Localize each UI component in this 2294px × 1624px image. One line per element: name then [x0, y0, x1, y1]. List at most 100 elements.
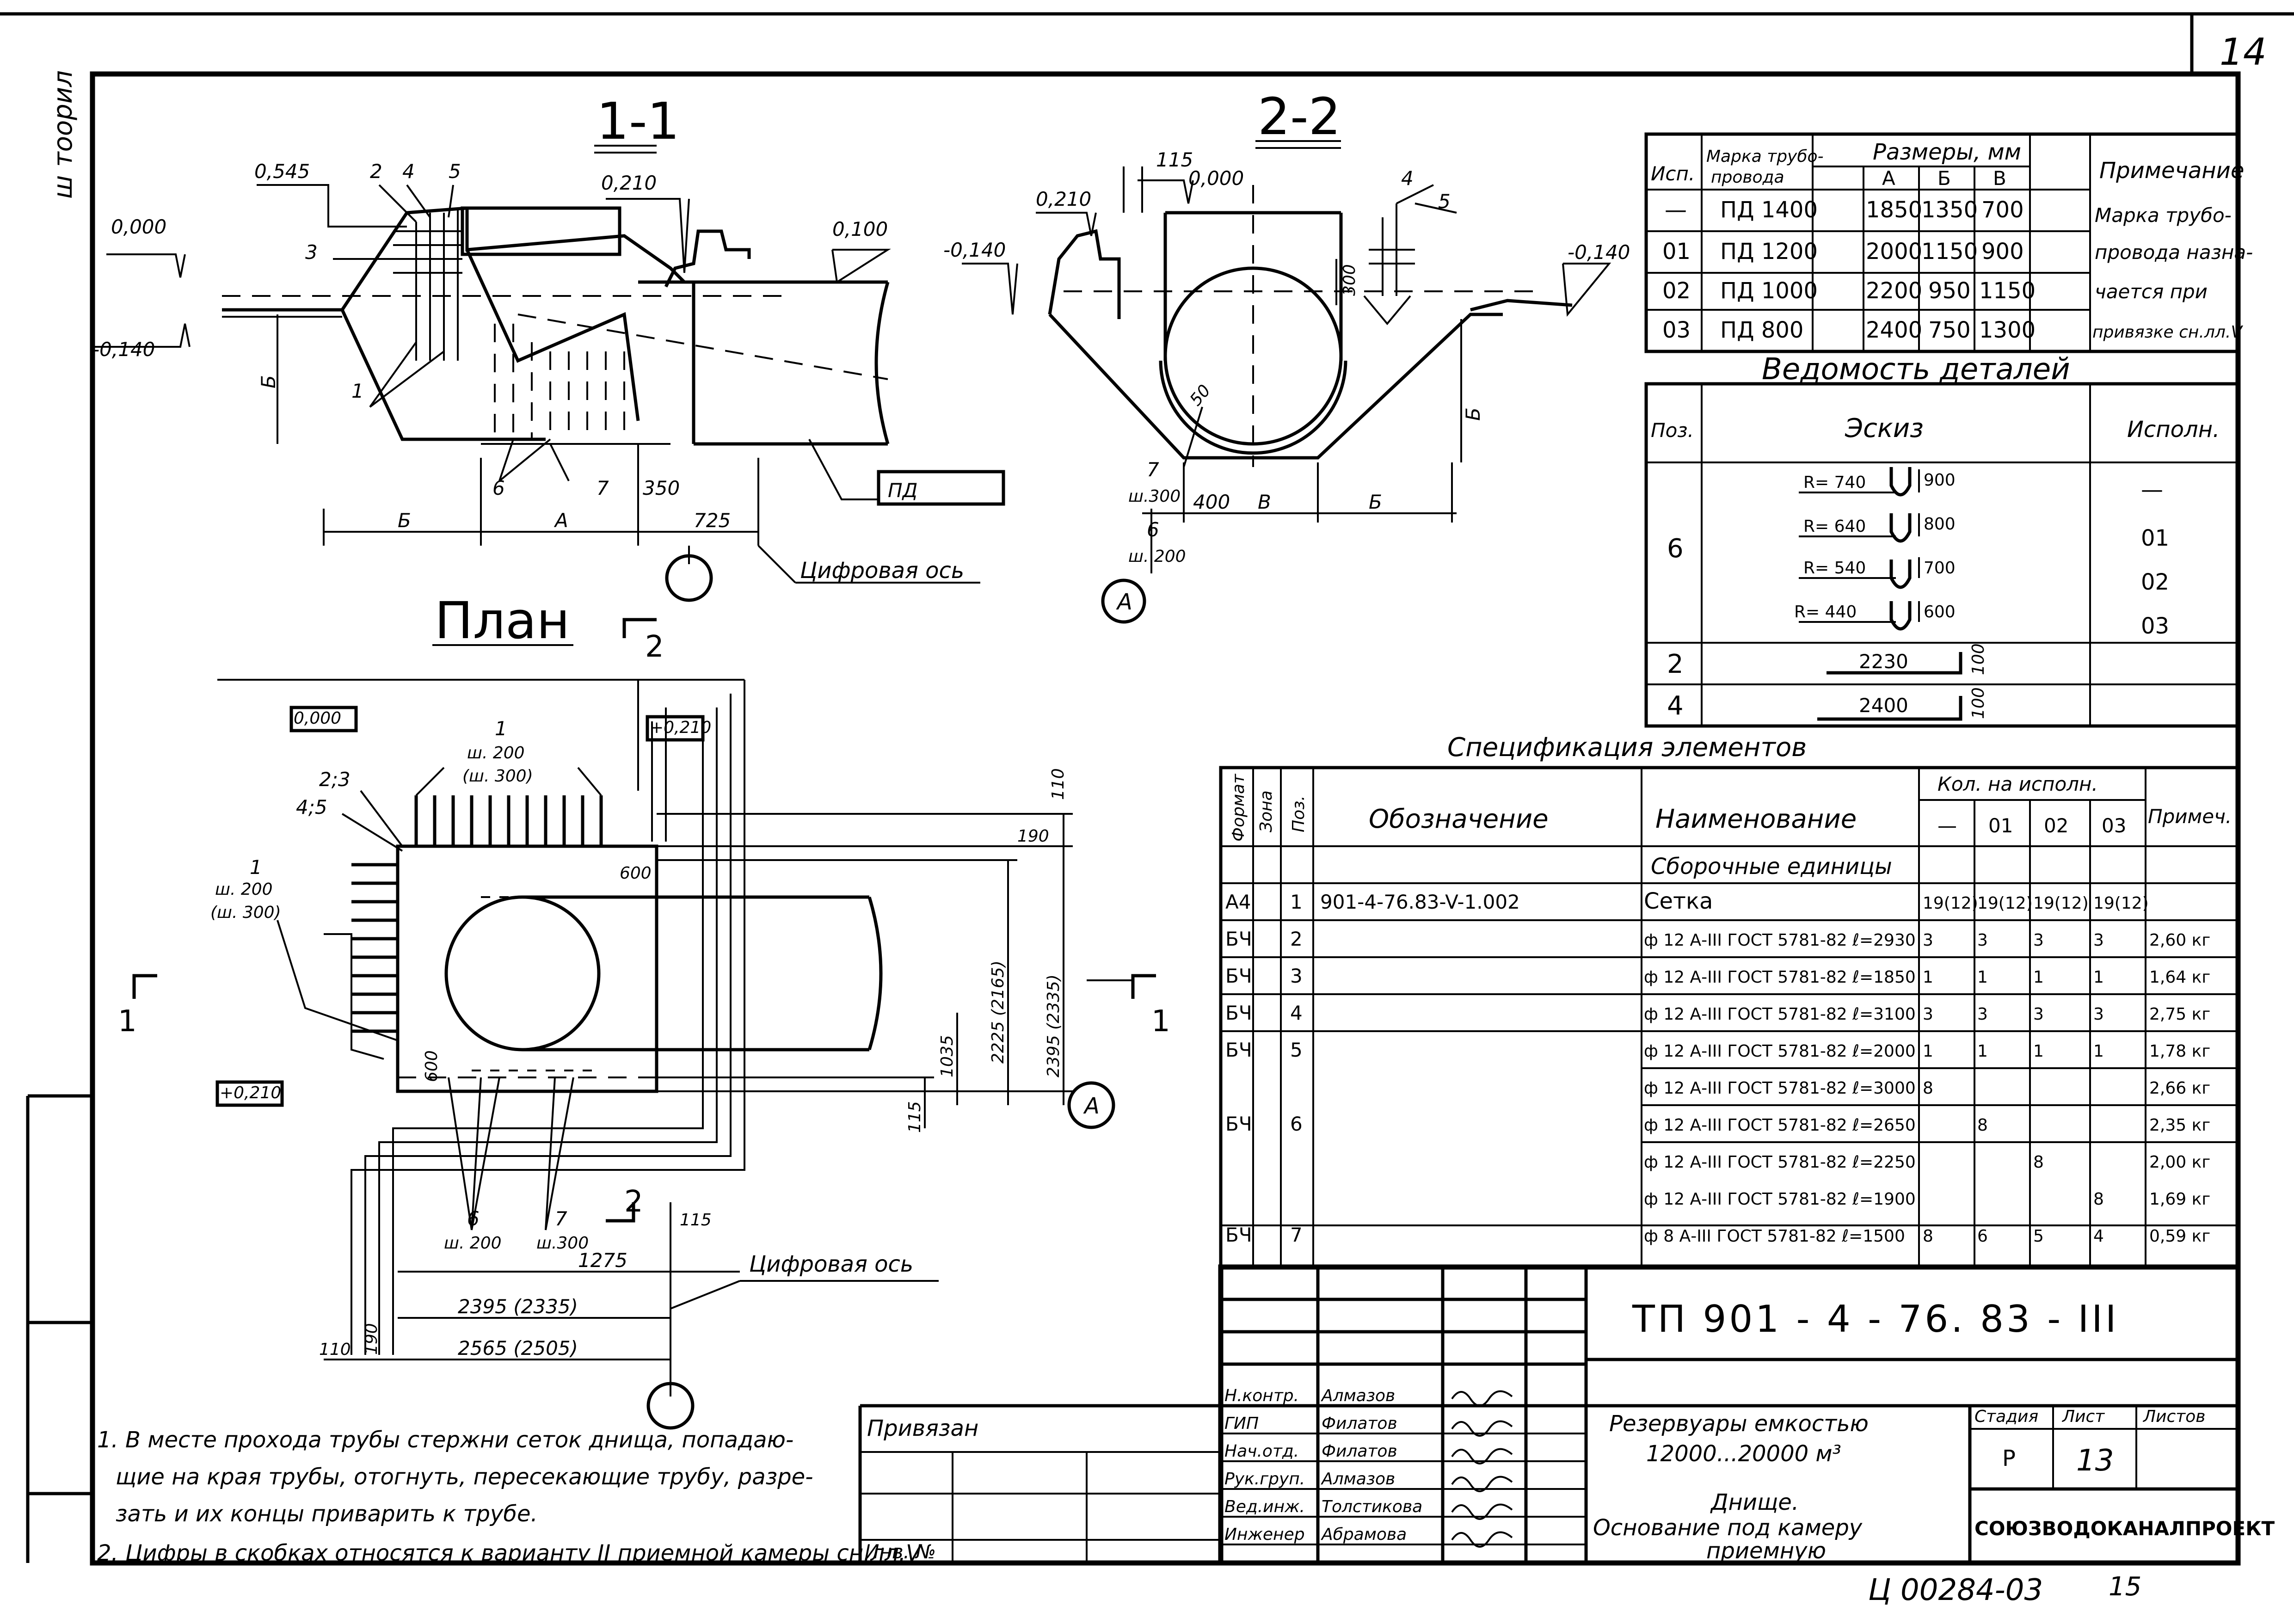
header-lists: Листов [2142, 1407, 2205, 1426]
signer-name-3: Алмазов [1321, 1470, 1395, 1489]
dims-note-line4: привязке сн.лл.V [2092, 323, 2243, 342]
dims-row2-isp: 02 [1662, 278, 1691, 304]
label-sh300-left: (ш. 300) [210, 903, 281, 922]
organization-name: СОЮЗВОДОКАНАЛПРОЕКТ [1974, 1517, 2275, 1540]
spec-row-qty: 6 [1977, 1227, 1988, 1246]
plan-labels: 0,000 +0,210 +0,210 1 ш. 200 (ш. 300) 2;… [118, 709, 1170, 1359]
col-header-note: Примечание [2099, 158, 2244, 184]
dims-row2-a: 2200 [1866, 278, 1922, 304]
bottom-page: 15 [2109, 1572, 2141, 1602]
label-400: 400 [1193, 491, 1230, 513]
spec-row-name: ф 12 А-III ГОСТ 5781-82 ℓ=2250 [1644, 1153, 1916, 1172]
dims-row1-v: 900 [1981, 239, 2024, 265]
dims-row0-b: 1350 [1921, 197, 1978, 223]
spec-header-oboz: Обозначение [1369, 804, 1549, 834]
details-header-pos: Поз. [1651, 419, 1694, 442]
header-stage: Стадия [1974, 1407, 2038, 1426]
spec-row-pos: 7 [1290, 1224, 1303, 1246]
dims-row1-isp: 01 [1662, 239, 1691, 265]
details-h-3: 600 [1924, 603, 1956, 621]
spec-row-qty: 1 [2033, 1042, 2044, 1061]
spec-row-qty: 1 [1977, 1042, 1988, 1061]
label-pos4: 4 [402, 160, 415, 183]
signer-name-4: Толстикова [1322, 1497, 1422, 1516]
dims-row1-mark: ПД 1200 [1720, 239, 1818, 265]
col-header-b: Б [1937, 167, 1951, 190]
label-sh200-left: ш. 200 [215, 880, 273, 899]
dims-row3-isp: 03 [1662, 317, 1691, 343]
spec-row-oboz: 901-4-76.83-V-1.002 [1320, 891, 1520, 913]
label-350: 350 [643, 477, 680, 499]
label-1035: 1035 [938, 1035, 957, 1077]
label-1275: 1275 [578, 1249, 627, 1272]
dims-row3-a: 2400 [1866, 317, 1922, 343]
spec-row-prim: 2,60 кг [2149, 931, 2210, 950]
details-pos2: 2 [1667, 649, 1684, 679]
details-len2: 2230 [1859, 650, 1908, 673]
spec-header-kol-1: 01 [1988, 814, 2013, 837]
label-sh200-top: ш. 200 [467, 744, 525, 763]
label-sh200: ш. 200 [1128, 547, 1186, 566]
label-0100: 0,100 [832, 218, 888, 240]
spec-row-qty: 19(12) [2033, 894, 2089, 913]
spec-header-name: Наименование [1655, 804, 1857, 834]
spec-row-prim: 2,66 кг [2149, 1079, 2210, 1098]
label-dim-a: А [554, 509, 568, 532]
spec-row-pos: 3 [1290, 965, 1303, 987]
spec-row-format: БЧ [1225, 1002, 1252, 1024]
spec-row-name: ф 12 А-III ГОСТ 5781-82 ℓ=1850 [1644, 968, 1916, 987]
spec-row-format: БЧ [1225, 1039, 1252, 1061]
col-header-mark-2: провода [1711, 168, 1784, 187]
col-header-sizes: Размеры, мм [1873, 139, 2021, 165]
spec-row-qty: 3 [1977, 931, 1988, 950]
object-name-line2: 12000...20000 м³ [1646, 1441, 1841, 1467]
dims-row0-isp: — [1665, 197, 1687, 223]
spec-header-pos: Поз. [1289, 795, 1308, 832]
label-inv-no: Инв. № [865, 1540, 936, 1563]
spec-row-prim: 2,75 кг [2149, 1005, 2210, 1024]
details-header-sketch: Эскиз [1845, 413, 1924, 443]
details-isp-0: — [2141, 477, 2163, 503]
label-600-left: 600 [422, 1050, 441, 1082]
spec-row-name: ф 12 А-III ГОСТ 5781-82 ℓ=2650 [1644, 1116, 1916, 1135]
spec-row-qty: 1 [2093, 968, 2104, 987]
spec-row-format: БЧ [1225, 1224, 1252, 1246]
spec-row-prim: 2,00 кг [2149, 1153, 2210, 1172]
col-header-v: В [1993, 167, 2006, 190]
spec-row-name: ф 12 А-III ГОСТ 5781-82 ℓ=3100 [1644, 1005, 1916, 1024]
note-1-line3: зать и их концы приварить к трубе. [116, 1501, 538, 1527]
note-1-line2: щие на края трубы, отогнуть, пересекающи… [116, 1464, 813, 1490]
label-digital-axis: Цифровая ось [800, 558, 964, 584]
label-sh200: ш. 200 [444, 1234, 502, 1253]
label-pos1-top: 1 [495, 717, 507, 740]
spec-row-qty: 3 [2093, 931, 2104, 950]
spec-row-name: ф 12 А-III ГОСТ 5781-82 ℓ=3000 [1644, 1079, 1916, 1098]
spec-row-name: Сетка [1644, 888, 1713, 914]
label-pos6: 6 [467, 1207, 480, 1230]
axis-a-marker: А [1083, 1093, 1100, 1119]
details-table [1644, 382, 2240, 728]
details-len4: 2400 [1859, 694, 1908, 717]
list-value: 13 [2076, 1444, 2114, 1478]
spec-row-qty: 3 [2033, 1005, 2044, 1024]
details-isp-2: 02 [2141, 569, 2169, 595]
object-name-line1: Резервуары емкостью [1609, 1411, 1869, 1437]
section-cut-2-bottom: 2 [624, 1185, 643, 1219]
spec-row-pos: 1 [1290, 891, 1303, 913]
label-725: 725 [694, 509, 731, 532]
header-list: Лист [2061, 1407, 2105, 1426]
dims-note-line2: провода назна- [2095, 241, 2253, 264]
label-dim-b-vertical: Б [257, 375, 280, 388]
spec-row-name: ф 12 А-III ГОСТ 5781-82 ℓ=2930 [1644, 931, 1916, 950]
label-0210: 0,210 [601, 172, 657, 194]
spec-row-qty: 3 [1923, 1005, 1933, 1024]
spec-row-qty: 1 [2093, 1042, 2104, 1061]
bottom-code: Ц 00284-03 [1868, 1573, 2043, 1607]
dims-row0-a: 1850 [1866, 197, 1922, 223]
label-pos4-5: 4;5 [296, 796, 327, 818]
label-sh300: ш.300 [536, 1234, 589, 1253]
details-h-0: 900 [1924, 471, 1956, 490]
label-pos1: 1 [351, 380, 364, 402]
label-110-bottom: 110 [319, 1340, 351, 1359]
